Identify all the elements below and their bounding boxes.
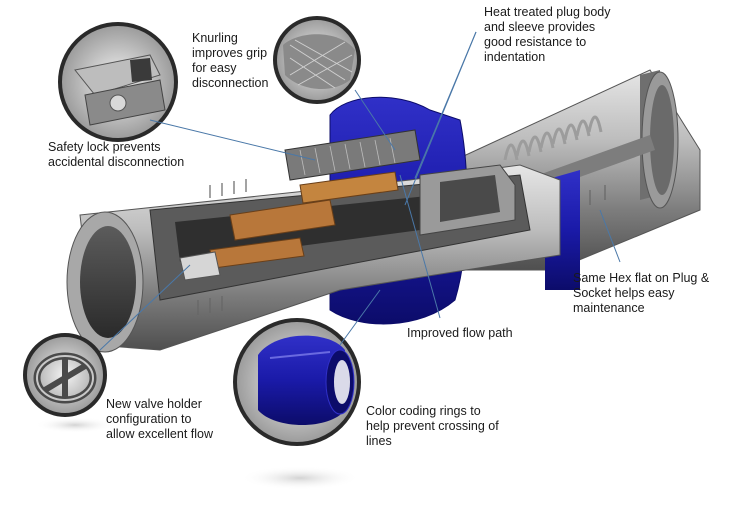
label-line: configuration to — [106, 412, 192, 426]
label-valve-holder: New valve holder configuration to allow … — [106, 397, 213, 442]
coupling-body — [66, 69, 701, 353]
label-flow-path: Improved flow path — [407, 326, 513, 341]
label-line: Knurling — [192, 31, 238, 45]
floor-shadow — [240, 466, 360, 490]
label-heat-treated: Heat treated plug body and sleeve provid… — [484, 5, 610, 65]
label-line: allow excellent flow — [106, 427, 213, 441]
color-ring-inset — [233, 318, 361, 446]
knurling-inset — [273, 16, 361, 104]
label-same-hex: Same Hex flat on Plug & Socket helps eas… — [573, 271, 709, 316]
label-line: Same Hex flat on Plug & — [573, 271, 710, 285]
safety-lock-inset — [58, 22, 178, 142]
label-line: New valve holder — [106, 397, 202, 411]
label-knurling: Knurling improves grip for easy disconne… — [192, 31, 268, 91]
leader-safety-lock — [149, 119, 316, 161]
leader-color-rings — [339, 289, 381, 346]
label-line: for easy — [192, 61, 237, 75]
label-line: disconnection — [192, 76, 269, 90]
leader-heat-treated — [404, 31, 477, 206]
leader-valve-holder — [99, 264, 191, 351]
label-line: help prevent crossing of — [366, 419, 499, 433]
label-line: Color coding rings to — [366, 404, 481, 418]
label-line: Heat treated plug body — [484, 5, 611, 19]
label-line: maintenance — [573, 301, 645, 315]
label-line: lines — [366, 434, 392, 448]
label-line: good resistance to — [484, 35, 587, 49]
label-line: improves grip — [192, 46, 268, 60]
label-line: and sleeve provides — [484, 20, 596, 34]
label-line: Improved flow path — [407, 326, 513, 340]
label-line: Socket helps easy — [573, 286, 675, 300]
valve-holder-inset — [23, 333, 107, 417]
leader-lines — [99, 31, 621, 351]
label-safety-lock: Safety lock prevents accidental disconne… — [48, 140, 184, 170]
leader-flow-path — [399, 174, 441, 319]
leader-same-hex — [599, 209, 621, 263]
label-color-rings: Color coding rings to help prevent cross… — [366, 404, 499, 449]
label-line: accidental disconnection — [48, 155, 185, 169]
brass-sleeve — [229, 199, 336, 241]
floor-shadow — [35, 417, 115, 433]
leader-knurling — [354, 89, 396, 151]
spring — [503, 115, 603, 161]
label-line: Safety lock prevents — [48, 140, 161, 154]
label-line: indentation — [484, 50, 546, 64]
